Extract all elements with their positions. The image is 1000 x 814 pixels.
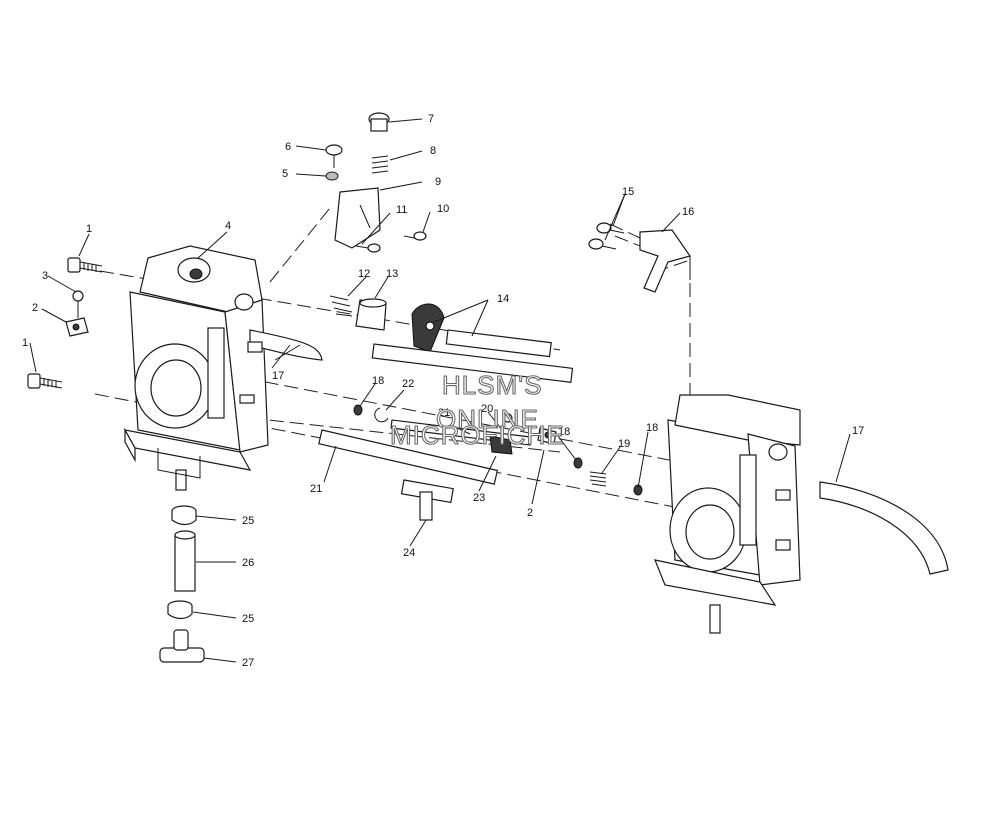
spring-12 <box>329 295 353 317</box>
clip-22 <box>374 407 389 423</box>
callout-5: 5 <box>282 168 288 180</box>
callout-2-center: 2 <box>527 507 533 519</box>
hose-21 <box>318 429 499 485</box>
clamp-25-upper <box>171 505 197 526</box>
drain-hose-17-left <box>249 329 323 361</box>
callout-1-lower: 1 <box>22 337 28 349</box>
sleeve-13 <box>355 298 387 331</box>
linkage-parts <box>353 404 643 496</box>
cap-7 <box>368 112 390 132</box>
callout-18-center: 18 <box>558 426 570 438</box>
callout-17-left: 17 <box>272 370 284 382</box>
screw-20 <box>503 413 513 423</box>
right-bracket <box>588 222 691 293</box>
left-carburetor <box>123 245 269 491</box>
screw-10 <box>403 231 427 241</box>
callout-25-lower: 25 <box>242 613 254 625</box>
callout-11: 11 <box>396 204 407 216</box>
spring-8 <box>371 155 389 174</box>
watermark-line-2: ONLINE <box>436 404 539 434</box>
shaft-14 <box>445 329 552 358</box>
callout-1-upper: 1 <box>86 223 92 235</box>
watermark: HLSM'S ONLINE MICROFICHE <box>389 369 565 450</box>
callout-21-lower: 21 <box>310 483 322 495</box>
bolt-1-lower <box>27 373 63 389</box>
fitting-18 <box>573 457 583 469</box>
callout-14: 14 <box>497 293 509 305</box>
spring-19 <box>589 471 607 487</box>
drain-hose-17-right <box>819 481 949 575</box>
left-hardware <box>27 257 323 404</box>
screw-3 <box>72 290 84 318</box>
throttle-parts <box>329 295 574 383</box>
shaft-21-upper <box>371 343 574 383</box>
t-fitting-27 <box>159 629 205 663</box>
callout-21-upper: 21 <box>438 407 450 419</box>
callout-4: 4 <box>225 220 231 232</box>
tube-26 <box>174 530 196 592</box>
callout-12: 12 <box>358 268 370 280</box>
callout-16: 16 <box>682 206 694 218</box>
callout-19: 19 <box>618 438 630 450</box>
callout-17-right: 17 <box>852 425 864 437</box>
callout-2-left: 2 <box>32 302 38 314</box>
callout-9: 9 <box>435 176 441 188</box>
callout-27: 27 <box>242 657 254 669</box>
callout-3: 3 <box>42 270 48 282</box>
callout-20: 20 <box>481 403 493 415</box>
clip-2-center <box>537 427 557 445</box>
callout-6: 6 <box>285 141 291 153</box>
cable-bracket <box>325 112 427 253</box>
watermark-line-1: HLSM'S <box>442 370 543 400</box>
clip-2-left <box>65 317 89 337</box>
leader-lines <box>29 118 851 663</box>
fitting-left <box>239 341 263 404</box>
vent-hoses <box>318 429 499 521</box>
callout-10: 10 <box>437 203 449 215</box>
callout-labels: 1 1 2 2 3 4 5 6 7 8 9 10 11 12 13 14 15 … <box>22 113 864 669</box>
callout-8: 8 <box>430 145 436 157</box>
callout-23: 23 <box>473 492 485 504</box>
screw-6 <box>325 144 343 168</box>
callout-18-right: 18 <box>646 422 658 434</box>
screw-15-upper <box>596 222 625 234</box>
cam-14 <box>411 303 445 353</box>
washer-18-right <box>633 484 643 496</box>
clamp-25-lower <box>167 600 193 620</box>
washer-5 <box>325 171 339 181</box>
right-carburetor <box>654 394 801 634</box>
washer-18-left <box>353 404 363 416</box>
t-fitting-24 <box>400 479 454 521</box>
callout-7: 7 <box>428 113 434 125</box>
callout-15: 15 <box>622 186 634 198</box>
screw-15-lower <box>588 238 617 250</box>
callout-22: 22 <box>402 378 414 390</box>
callout-13: 13 <box>386 268 398 280</box>
drain-assembly <box>159 505 205 663</box>
callout-18-left: 18 <box>372 375 384 387</box>
watermark-line-3: MICROFICHE <box>390 420 565 450</box>
callout-26: 26 <box>242 557 254 569</box>
screw-11 <box>355 243 381 253</box>
lever-23 <box>489 435 513 455</box>
callout-25-upper: 25 <box>242 515 254 527</box>
callout-24: 24 <box>403 547 415 559</box>
bolt-1-upper <box>67 257 103 273</box>
